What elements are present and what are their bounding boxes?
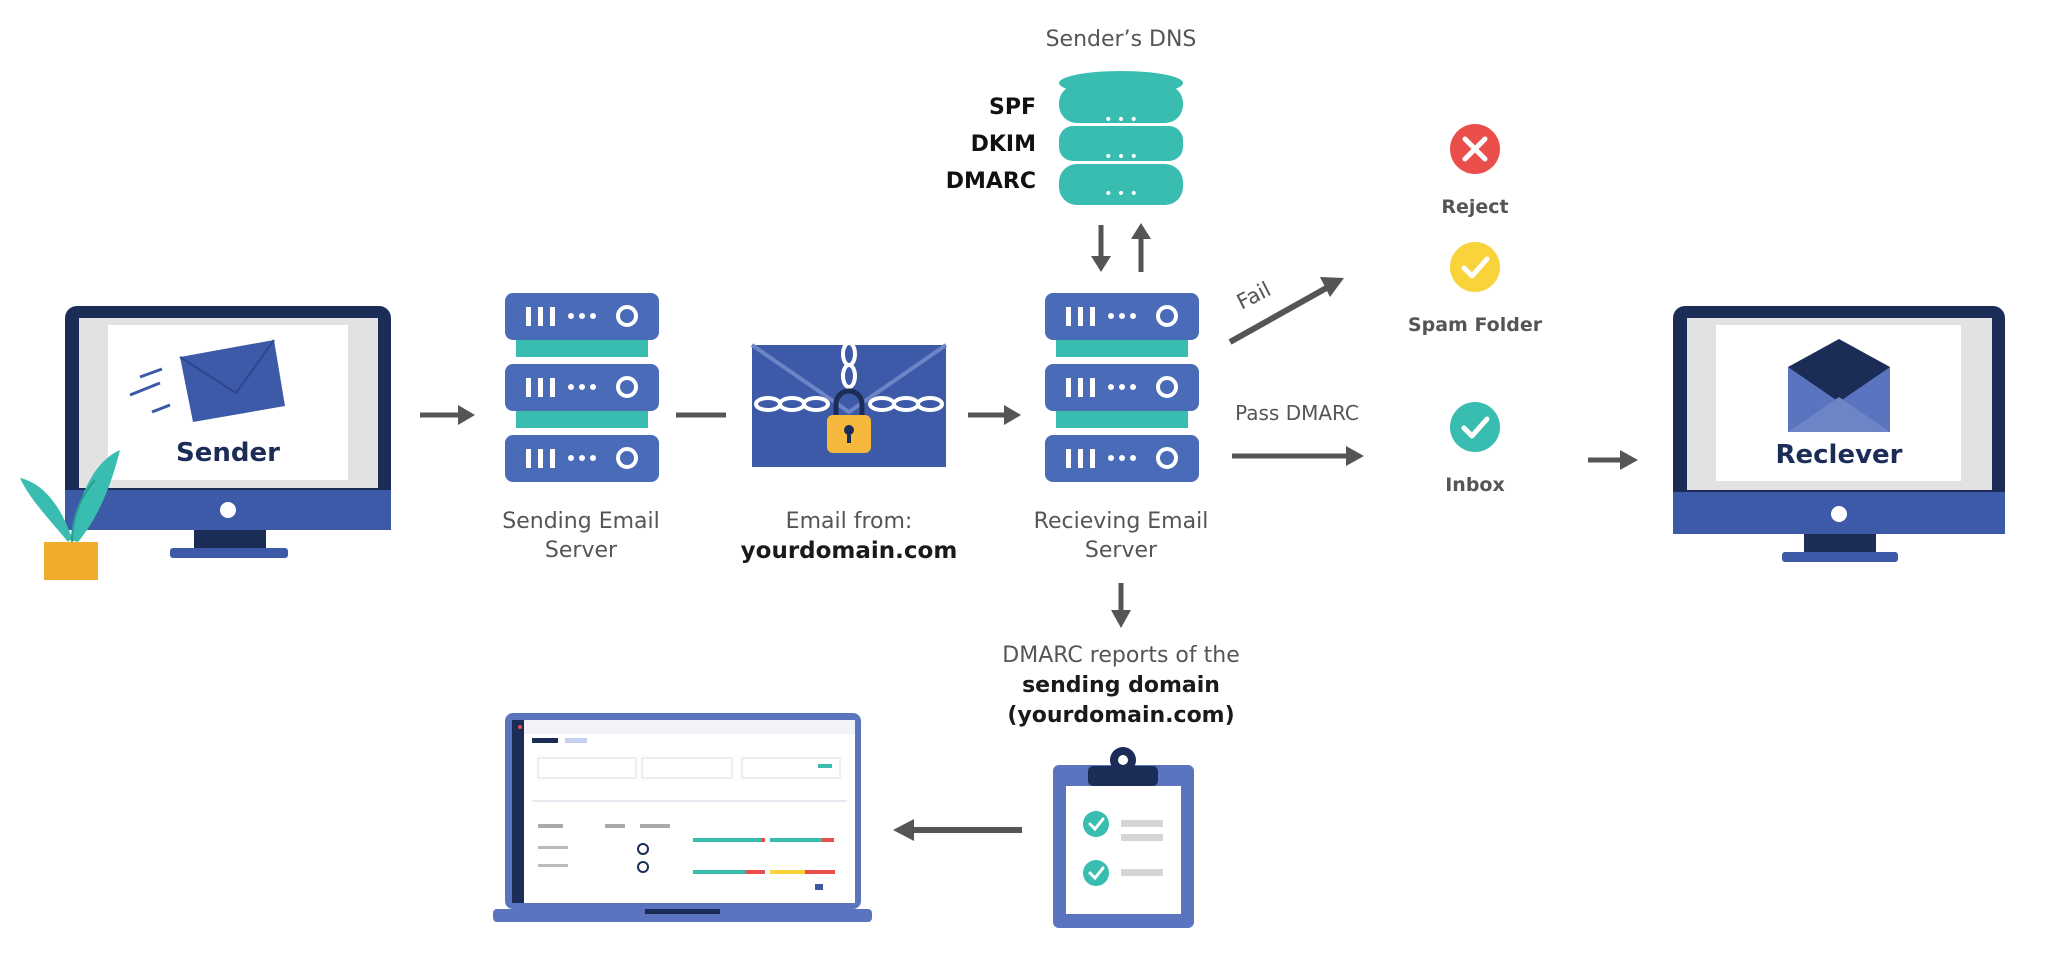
spam-folder-icon	[1450, 242, 1500, 292]
reports-label-line2: sending domain	[1022, 673, 1220, 698]
pass-dmarc-label: Pass DMARC	[1235, 401, 1359, 425]
arrow-to-receiver	[1588, 450, 1638, 470]
dns-record-spf: SPF	[989, 95, 1036, 120]
receiving-server-label-line1: Recieving Email	[1034, 509, 1209, 534]
email-from-label: Email from:	[786, 509, 913, 534]
reports-label-line1: DMARC reports of the	[1002, 643, 1239, 668]
reports-label-line3: (yourdomain.com)	[1007, 703, 1234, 728]
email-domain-label: yourdomain.com	[741, 538, 958, 564]
open-envelope-icon	[1788, 339, 1890, 432]
arrow-dns-down	[1091, 225, 1111, 272]
plant-icon	[20, 450, 120, 580]
spam-folder-label: Spam Folder	[1408, 314, 1543, 336]
dns-dots-3: • • •	[1104, 186, 1138, 202]
receiving-server-icon	[1045, 293, 1199, 482]
sender-label: Sender	[176, 438, 280, 468]
dns-dots-1: • • •	[1104, 112, 1138, 128]
dns-record-dkim: DKIM	[971, 132, 1036, 157]
arrow-reports-to-laptop	[893, 819, 1022, 841]
sending-server-icon	[505, 293, 659, 482]
arrow-email-to-receiving-server	[968, 405, 1021, 425]
arrow-server-to-reports	[1111, 583, 1131, 628]
sending-server-label-line2: Server	[545, 538, 618, 563]
dns-dots-2: • • •	[1104, 149, 1138, 165]
laptop-dashboard-icon	[493, 713, 872, 922]
sender-monitor	[65, 306, 391, 558]
dns-record-dmarc: DMARC	[946, 169, 1036, 194]
flying-envelope-icon	[129, 339, 285, 422]
fail-label: Fail	[1233, 277, 1275, 314]
dns-database-icon: • • • • • • • • •	[1059, 71, 1183, 205]
inbox-label: Inbox	[1445, 474, 1505, 496]
clipboard-icon	[1053, 747, 1194, 928]
arrow-fail	[1228, 277, 1344, 345]
arrow-dns-up	[1131, 223, 1151, 272]
locked-envelope-icon	[750, 341, 948, 467]
inbox-icon	[1450, 402, 1500, 452]
receiver-label: Reclever	[1775, 440, 1902, 470]
reject-icon	[1450, 124, 1500, 174]
sending-server-label-line1: Sending Email	[502, 509, 659, 534]
arrow-pass	[1232, 446, 1364, 466]
arrow-sender-to-server	[420, 405, 475, 425]
reject-label: Reject	[1441, 196, 1508, 218]
receiving-server-label-line2: Server	[1085, 538, 1158, 563]
dns-title: Sender’s DNS	[1046, 27, 1197, 52]
